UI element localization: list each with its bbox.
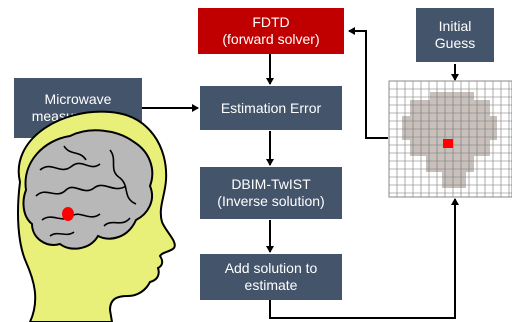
microwave-measurements-box: Microwave measurements [14,78,142,138]
fdtd-subtitle: (forward solver) [222,31,320,47]
initial-guess-box: Initial Guess [416,8,494,62]
arrow-grid-to-fdtd [348,27,388,139]
dbim-twist-box: DBIM-TwIST (Inverse solution) [200,167,342,219]
microwave-line2: measurements [31,108,125,124]
arrow-add-to-grid [269,198,459,319]
add-solution-line2: estimate [244,277,298,293]
fdtd-title: FDTD [252,14,290,30]
initial-guess-line2: Guess [434,35,476,51]
dbim-title: DBIM-TwIST [231,176,311,192]
add-solution-box: Add solution to estimate [200,254,342,300]
microwave-line1: Microwave [44,91,112,107]
estimation-error-label: Estimation Error [220,99,322,116]
estimation-error-box: Estimation Error [200,86,342,130]
initial-guess-line1: Initial [438,18,472,34]
dbim-subtitle: (Inverse solution) [217,193,325,209]
fdtd-box: FDTD (forward solver) [198,8,344,54]
add-solution-line1: Add solution to [224,260,318,276]
